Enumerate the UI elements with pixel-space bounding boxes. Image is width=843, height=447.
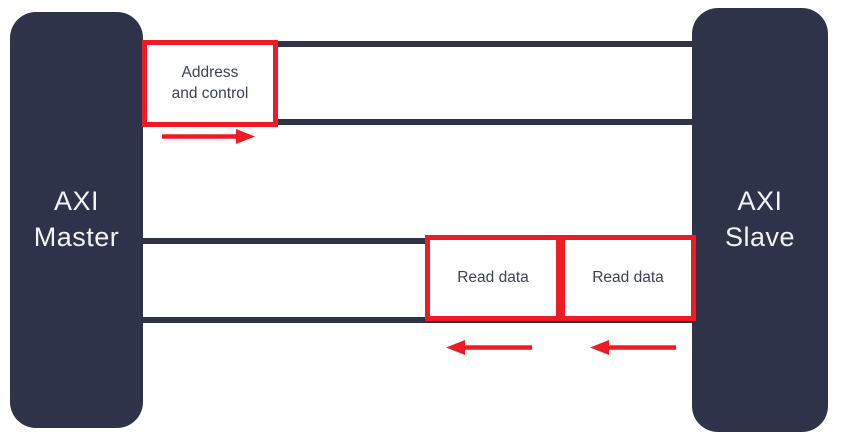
read-data-box-1-label: Read data — [457, 268, 529, 286]
read-data-box-1: Read data — [425, 235, 561, 321]
read-data-channel-line-bottom — [143, 317, 694, 323]
read-data-box-2: Read data — [560, 235, 696, 321]
axi-master-label: AXI Master — [33, 186, 120, 252]
left-arrow-icon-2 — [590, 340, 676, 355]
address-channel-line-bottom — [143, 119, 694, 125]
axi-master-block: AXI Master — [10, 12, 143, 428]
left-arrow-icon-1 — [446, 340, 532, 355]
axi-slave-block: AXI Slave — [692, 8, 828, 432]
read-data-box-2-label: Read data — [592, 268, 664, 286]
axi-slave-label: AXI Slave — [724, 186, 796, 252]
right-arrow-icon — [162, 129, 255, 144]
address-control-label: Address and control — [171, 63, 249, 102]
address-channel-line-top — [143, 41, 694, 47]
address-control-box: Address and control — [142, 40, 278, 127]
read-data-channel-line-top — [143, 238, 694, 244]
